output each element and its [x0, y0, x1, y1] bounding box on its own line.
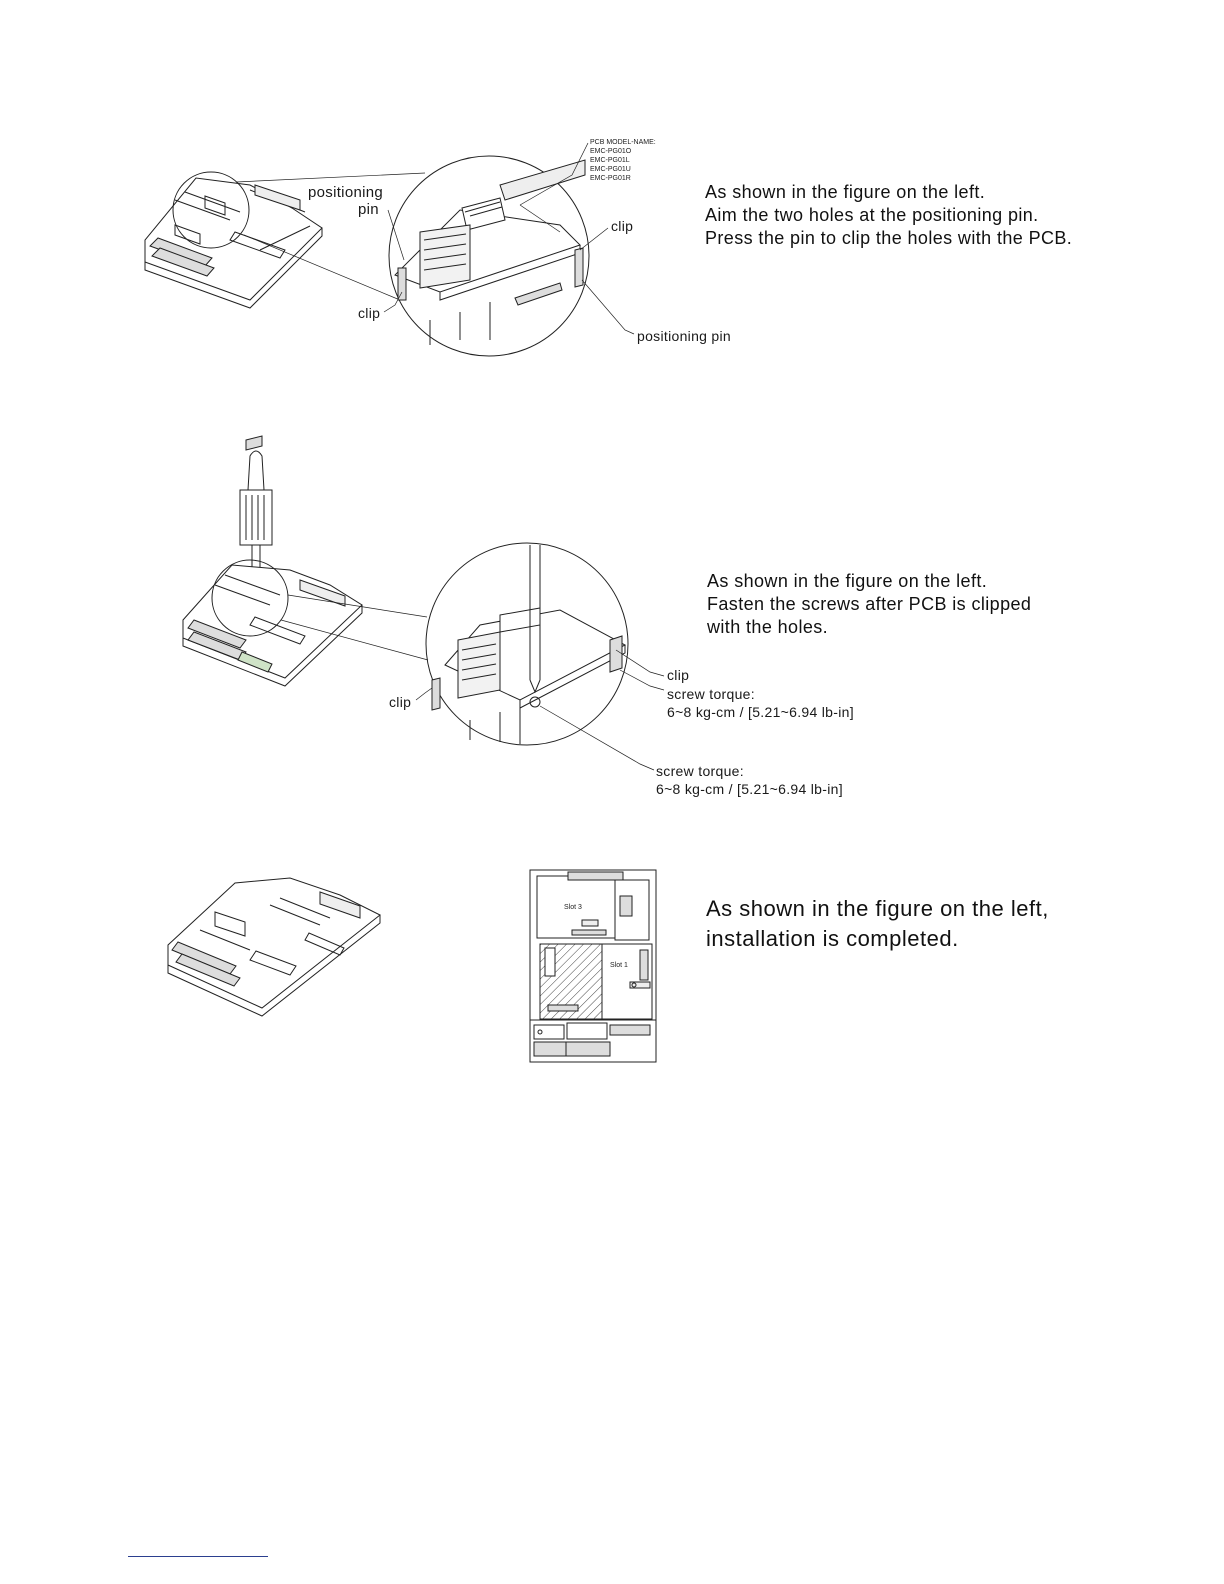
positioning-pin-label-line2: pin [358, 201, 379, 218]
screw-torque-title: screw torque: [656, 763, 744, 779]
footer-divider [128, 1556, 268, 1557]
pcb-model-item: EMC-PG01L [590, 157, 630, 164]
step3-description: As shown in the figure on the left, inst… [706, 894, 1049, 954]
step3-description-line: As shown in the figure on the left, [706, 896, 1049, 921]
screw-torque-value: 6~8 kg-cm / [5.21~6.94 lb-in] [656, 781, 843, 797]
pcb-model-name-block: PCB MODEL-NAME: EMC-PG01O EMC-PG01L EMC-… [590, 138, 656, 183]
step3-description-line: installation is completed. [706, 926, 959, 951]
slot3-label: Slot 3 [564, 904, 582, 911]
step1-description-line: As shown in the figure on the left. [705, 182, 986, 202]
pcb-model-name-heading: PCB MODEL-NAME: [590, 139, 656, 146]
step2-description-line: with the holes. [707, 617, 829, 637]
pcb-model-item: EMC-PG01O [590, 148, 632, 155]
pcb-model-item: EMC-PG01R [590, 175, 631, 182]
step1-description: As shown in the figure on the left. Aim … [705, 181, 1072, 250]
screw-torque-upper: screw torque: 6~8 kg-cm / [5.21~6.94 lb-… [667, 685, 854, 721]
step1-description-line: Press the pin to clip the holes with the… [705, 228, 1073, 248]
positioning-pin-label-bottom: positioning pin [637, 328, 732, 344]
screw-torque-value: 6~8 kg-cm / [5.21~6.94 lb-in] [667, 704, 854, 720]
step2-description: As shown in the figure on the left. Fast… [707, 570, 1031, 639]
clip-label-left: clip [358, 305, 381, 321]
screw-torque-title: screw torque: [667, 686, 755, 702]
slot1-label: Slot 1 [610, 962, 628, 969]
clip-label-right: clip [611, 218, 634, 234]
step1-description-line: Aim the two holes at the positioning pin… [705, 205, 1039, 225]
pcb-model-item: EMC-PG01U [590, 166, 631, 173]
step2-description-line: Fasten the screws after PCB is clipped [707, 594, 1032, 614]
positioning-pin-label-line1: positioning [308, 184, 384, 201]
screw-torque-lower: screw torque: 6~8 kg-cm / [5.21~6.94 lb-… [656, 762, 843, 798]
rotation-arrow-icon [245, 435, 263, 451]
clip-label-right: clip [667, 667, 690, 683]
clip-label-left: clip [389, 694, 412, 710]
step2-description-line: As shown in the figure on the left. [707, 571, 988, 591]
